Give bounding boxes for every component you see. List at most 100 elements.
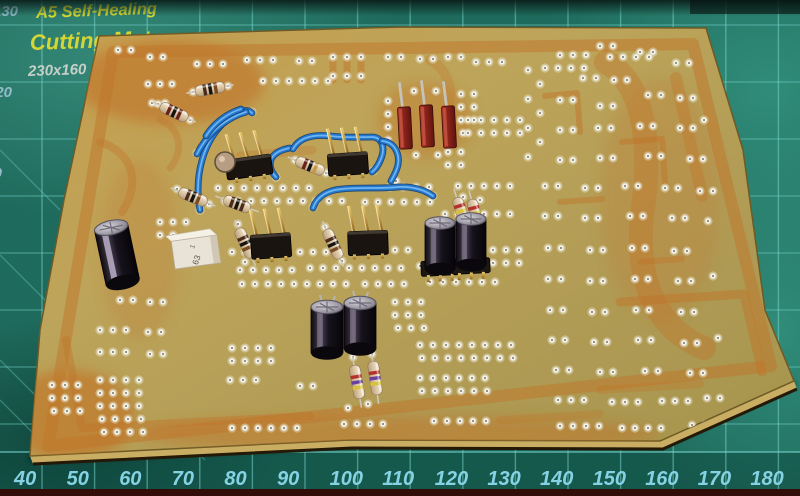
header-body-top [347,230,388,235]
solder-pad-hole [445,419,449,423]
solder-pad-hole [434,89,438,93]
solder-pad-hole [406,313,410,317]
solder-pad-hole [508,212,512,216]
solder-pad-hole [347,266,351,270]
solder-pad-hole [419,300,423,304]
header-pin-stub [352,254,357,260]
solder-pad-hole [647,308,651,312]
solder-pad-hole [571,424,575,428]
solder-pad-hole [466,118,470,122]
solder-pad-hole [611,104,615,108]
solder-pad-hole [360,266,364,270]
header-pin-shine [248,209,256,237]
red-component-shine [443,108,448,147]
solder-pad-hole [505,131,509,135]
resistor-shine [182,188,207,200]
solder-pad-hole [558,98,562,102]
solder-pad-hole [651,124,655,128]
header-pin-stub [366,253,371,260]
solder-pad-hole [571,128,575,132]
solder-pad-hole [327,199,331,203]
pcb-board: 163 [29,26,798,466]
solder-pad-hole [461,131,465,135]
solder-pad-hole [308,266,312,270]
header-pin-stub [262,173,267,180]
solder-pad-hole [646,154,650,158]
solder-pad-hole [102,430,106,434]
solder-pad-hole [98,328,102,332]
solder-pad-hole [399,55,403,59]
solder-pad-hole [601,279,605,283]
solder-pad-hole [605,340,609,344]
solder-pad-hole [487,60,491,64]
pin-header [347,204,389,260]
solder-pad-hole [245,58,249,62]
red-component [397,82,413,150]
solder-pad-hole [446,163,450,167]
solder-pad-hole [277,268,281,272]
solder-pad-hole [393,248,397,252]
solder-pad-hole [402,200,406,204]
solder-pad-hole [556,66,560,70]
solder-pad-hole [141,430,145,434]
solder-pad-hole [611,44,615,48]
resistor-shine [356,366,364,397]
resistor [367,352,383,404]
solder-pad-hole [368,422,372,426]
solder-pad-hole [561,308,565,312]
solder-pad-hole [253,282,257,286]
solder-pad-hole [598,44,602,48]
resistor-band [170,106,179,118]
resistor-shine [329,229,343,256]
solder-pad-hole [420,356,424,360]
solder-pad-hole [548,308,552,312]
solder-pad-hole [124,404,128,408]
solder-pad-hole [418,343,422,347]
solder-pad-hole [396,326,400,330]
solder-pad-hole [511,356,515,360]
solder-pad-hole [422,326,426,330]
header-pin-shine [252,130,262,157]
solder-pad-hole [546,246,550,250]
resistor-band [453,202,466,210]
jumper-wire-highlight [196,111,247,155]
solder-pad-hole [597,424,601,428]
solder-pad-hole [558,53,562,57]
resistor-band [184,189,192,201]
jumper-wire-highlight [381,140,400,182]
solder-pad-hole [146,82,150,86]
solder-pad-hole [716,336,720,340]
solder-pad-hole [381,422,385,426]
solder-pad-hole [495,212,499,216]
header-pin-stub [270,256,274,263]
red-component-shine [399,109,404,148]
solder-pad-hole [428,200,432,204]
solder-pad-hole [711,274,715,278]
solder-pad-hole [242,186,246,190]
resistor-band [202,84,208,96]
resistor-band [241,244,254,253]
solder-pad-hole [690,423,694,427]
header-pin-stub [248,175,253,182]
solder-pad-hole [543,214,547,218]
resistor-band [212,82,219,94]
solder-pad-hole [318,282,322,286]
electrolytic-capacitor [343,290,377,356]
solder-pad-hole [543,66,547,70]
capacitor-stripe [317,307,323,353]
solder-pad-hole [571,158,575,162]
header-pin-stub [284,255,288,262]
ruler-number-bottom: 60 [119,468,141,490]
solder-pad-hole [479,118,483,122]
solder-pad-hole [679,310,683,314]
solder-pad-hole [98,391,102,395]
solder-pad-hole [433,356,437,360]
copper-trace [96,138,137,216]
solder-pad-hole [236,222,240,226]
solder-pad-hole [609,126,613,130]
solder-pad-hole [269,346,273,350]
board-surface [29,26,795,457]
solder-pad-hole [556,214,560,218]
ruler-number-bottom: 90 [277,468,299,490]
solder-pad-hole [526,126,530,130]
